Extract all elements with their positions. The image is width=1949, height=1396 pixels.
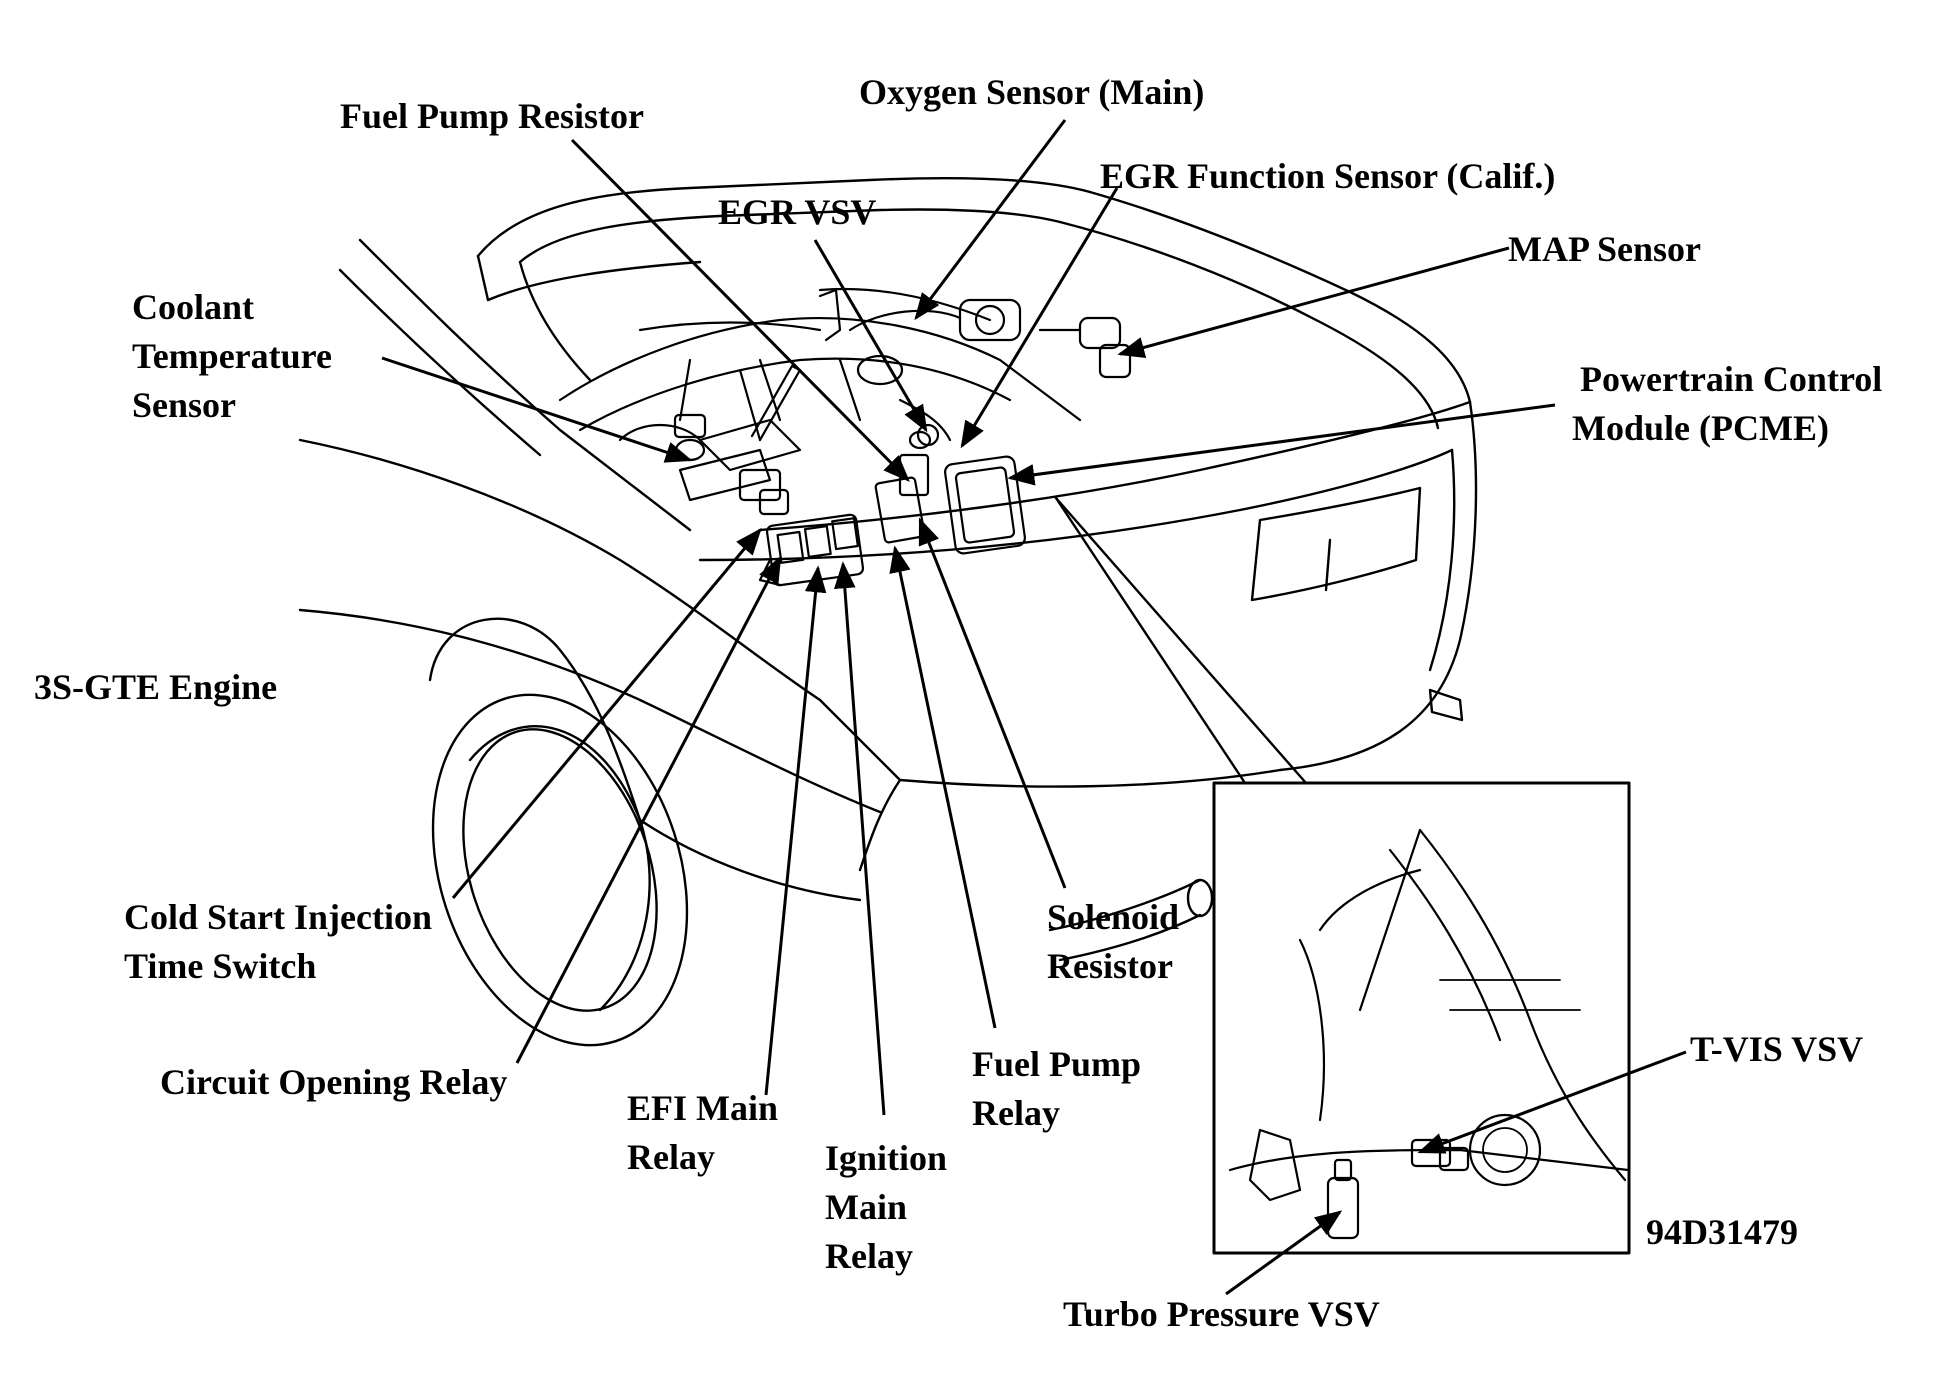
- leader-egr-vsv: [813, 239, 928, 433]
- label-line: Main: [825, 1187, 908, 1227]
- label-line: Sensor: [132, 385, 237, 425]
- label-fuel-pump-relay: Fuel Pump Relay: [972, 1040, 1141, 1138]
- label-map-sensor: MAP Sensor: [1508, 229, 1701, 269]
- label-line: EFI Main: [627, 1088, 779, 1128]
- label-line: Relay: [972, 1093, 1060, 1133]
- label-line: Module (PCME): [1572, 408, 1829, 448]
- label-pcm: Powertrain Control Module (PCME): [1572, 355, 1882, 453]
- leader-turbo-pressure: [1225, 1210, 1343, 1296]
- label-line: Coolant: [132, 287, 255, 327]
- leader-egr-function: [960, 187, 1119, 449]
- label-fuel-pump-resistor: Fuel Pump Resistor: [340, 96, 644, 136]
- label-line: Resistor: [1047, 946, 1173, 986]
- label-coolant-temp-sensor: Coolant Temperature Sensor: [132, 283, 332, 430]
- label-line: Fuel Pump: [972, 1044, 1142, 1084]
- leader-coolant: [381, 356, 693, 463]
- leader-oxygen-sensor: [914, 119, 1067, 321]
- leader-fuel-pump-relay: [889, 545, 997, 1029]
- label-line: Cold Start Injection: [124, 897, 432, 937]
- leader-tvis: [1417, 1050, 1687, 1154]
- label-line: Relay: [825, 1236, 913, 1276]
- diagram-id: 94D31479: [1646, 1212, 1798, 1252]
- label-cold-start-switch: Cold Start Injection Time Switch: [124, 893, 432, 991]
- label-line: Powertrain Control: [1580, 359, 1883, 399]
- label-turbo-pressure-vsv: Turbo Pressure VSV: [1063, 1294, 1380, 1334]
- label-oxygen-sensor-main: Oxygen Sensor (Main): [859, 72, 1205, 112]
- car-body: [298, 176, 1478, 1047]
- leader-cold-start: [451, 527, 762, 899]
- label-circuit-opening-relay: Circuit Opening Relay: [160, 1062, 508, 1102]
- leader-pcm: [1007, 403, 1556, 486]
- leader-ignition-main: [834, 561, 886, 1116]
- label-engine: 3S-GTE Engine: [34, 667, 278, 707]
- leader-solenoid-resistor: [918, 517, 1067, 889]
- label-line: Relay: [627, 1137, 715, 1177]
- label-tvis-vsv: T-VIS VSV: [1690, 1029, 1864, 1069]
- label-line: Temperature: [132, 336, 332, 376]
- leader-efi-main: [764, 565, 827, 1096]
- label-line: Ignition: [825, 1138, 948, 1178]
- leader-circuit-opening: [515, 555, 782, 1064]
- label-solenoid-resistor: Solenoid Resistor: [1047, 893, 1179, 991]
- label-ignition-main-relay: Ignition Main Relay: [825, 1134, 947, 1281]
- label-egr-vsv: EGR VSV: [718, 192, 877, 232]
- label-efi-main-relay: EFI Main Relay: [627, 1084, 778, 1182]
- leader-map-sensor: [1117, 246, 1510, 359]
- label-egr-function-sensor: EGR Function Sensor (Calif.): [1100, 156, 1556, 196]
- leader-fuel-pump-resistor: [570, 138, 910, 482]
- inset-detail: [1054, 496, 1631, 1255]
- label-line: Solenoid: [1047, 897, 1180, 937]
- label-line: Time Switch: [124, 946, 317, 986]
- leader-lines: [381, 119, 1687, 1296]
